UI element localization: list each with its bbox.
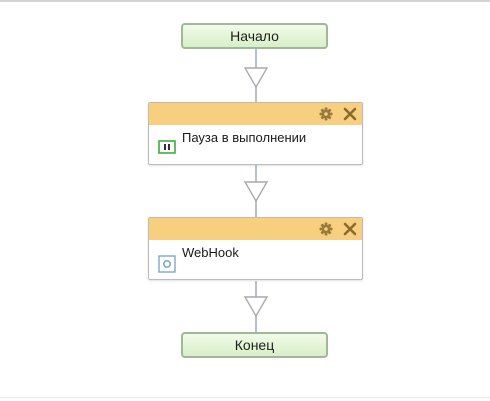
activity-header: [149, 218, 362, 240]
gear-icon[interactable]: [318, 221, 334, 237]
activity-pause[interactable]: Пауза в выполнении: [148, 102, 363, 165]
connector-start-to-pause: [243, 49, 269, 103]
connector-pause-to-webhook: [243, 165, 269, 218]
end-node[interactable]: Конец: [181, 332, 328, 358]
bottom-border: [0, 397, 490, 398]
start-node[interactable]: Начало: [181, 23, 328, 49]
close-icon[interactable]: [342, 106, 358, 122]
webhook-icon: [158, 255, 176, 273]
top-border: [0, 0, 490, 2]
connector-webhook-to-end: [243, 281, 269, 334]
flow-arrow-icon: [243, 181, 269, 203]
activity-webhook[interactable]: WebHook: [148, 217, 363, 280]
activity-title: Пауза в выполнении: [182, 130, 307, 145]
flow-arrow-icon: [243, 67, 269, 89]
gear-icon[interactable]: [318, 106, 334, 122]
pause-icon: [158, 140, 176, 154]
activity-title: WebHook: [182, 245, 239, 260]
flow-arrow-icon: [243, 296, 269, 318]
activity-header: [149, 103, 362, 125]
close-icon[interactable]: [342, 221, 358, 237]
